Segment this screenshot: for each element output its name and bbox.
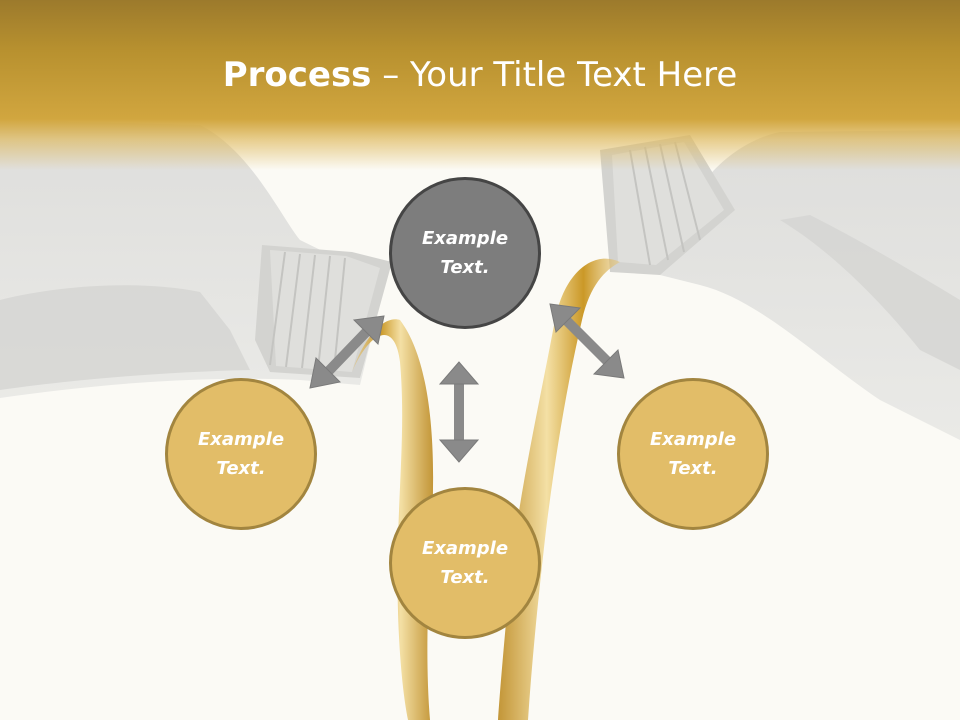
double-arrow-left-diagonal-icon [309,315,385,389]
node-right[interactable]: Example Text. [617,378,769,530]
slide-title: Process – Your Title Text Here [0,52,960,98]
double-arrow-vertical-icon [438,361,480,463]
node-top-label: Example Text. [421,228,509,278]
header-band [0,0,960,170]
oil-bottle-right-icon [600,130,960,440]
title-rest: – Your Title Text Here [371,55,738,95]
node-top[interactable]: Example Text. [389,177,541,329]
oil-stream-left-icon [352,319,434,720]
node-bottom[interactable]: Example Text. [389,487,541,639]
node-right-label: Example Text. [649,429,737,479]
title-bold: Process [222,55,372,95]
node-bottom-label: Example Text. [421,538,509,588]
double-arrow-right-diagonal-icon [549,303,625,379]
node-left-label: Example Text. [197,429,285,479]
node-left[interactable]: Example Text. [165,378,317,530]
